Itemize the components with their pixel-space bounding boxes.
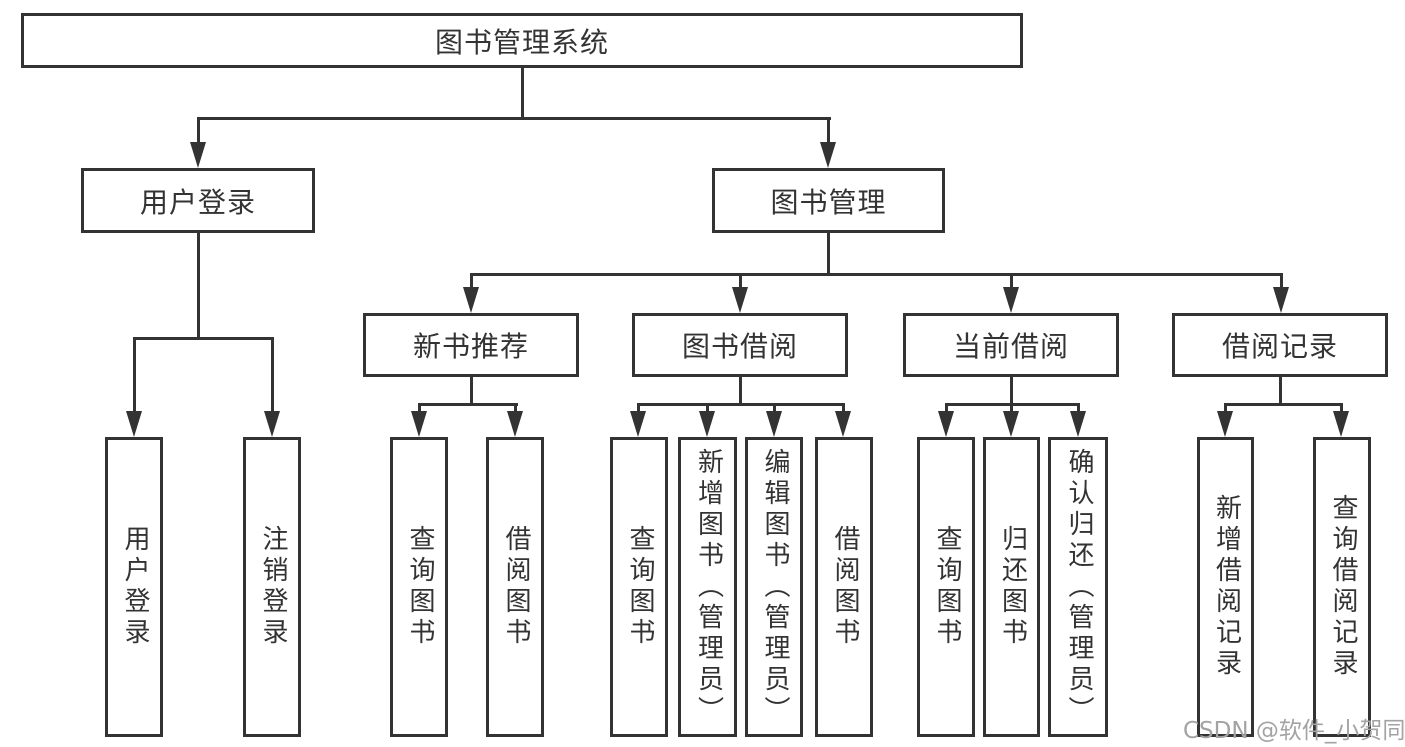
arrow-down-icon — [1217, 411, 1233, 437]
node-label: 当前借阅 — [952, 330, 1069, 363]
arrow-down-icon — [1070, 411, 1086, 437]
node-query-books-1: 查询图书 — [390, 437, 448, 737]
arrow-down-icon — [835, 411, 851, 437]
connector-line — [197, 117, 200, 147]
connector-line — [827, 117, 830, 147]
node-logout-leaf: 注销登录 — [243, 437, 301, 737]
node-edit-book-admin: 编辑图书（管理员） — [745, 437, 803, 737]
node-root-system: 图书管理系统 — [21, 13, 1023, 68]
connector-line — [521, 68, 524, 117]
node-label: 查询图书 — [624, 525, 655, 649]
connector-line — [706, 403, 709, 415]
arrow-down-icon — [463, 287, 479, 313]
connector-line — [945, 403, 948, 415]
connector-line — [739, 273, 742, 291]
node-user-login-leaf: 用户登录 — [105, 437, 163, 737]
node-label: 用户登录 — [139, 185, 256, 219]
node-label: 借阅图书 — [829, 525, 860, 649]
node-label: 编辑图书（管理员） — [759, 447, 790, 727]
node-add-book-admin: 新增图书（管理员） — [678, 437, 737, 737]
connector-line — [1010, 403, 1013, 415]
connector-line — [197, 117, 831, 120]
connector-line — [1280, 273, 1283, 291]
node-new-book-recommend: 新书推荐 — [363, 313, 579, 377]
node-borrow-books-2: 借阅图书 — [815, 437, 873, 737]
node-book-management-branch: 图书管理 — [712, 168, 945, 233]
arrow-down-icon — [264, 411, 280, 437]
connector-line — [1279, 377, 1282, 405]
connector-line — [470, 273, 1283, 276]
node-label: 图书管理系统 — [434, 25, 609, 59]
node-query-books-2: 查询图书 — [610, 437, 668, 737]
connector-line — [827, 233, 830, 275]
node-query-books-3: 查询图书 — [917, 437, 975, 737]
arrow-down-icon — [630, 411, 646, 437]
arrow-down-icon — [411, 411, 427, 437]
node-label: 新增图书（管理员） — [693, 447, 724, 727]
connector-line — [133, 337, 274, 340]
arrow-down-icon — [1003, 411, 1019, 437]
connector-line — [470, 377, 473, 405]
connector-line — [1224, 403, 1227, 415]
arrow-down-icon — [507, 411, 523, 437]
node-label: 新书推荐 — [412, 330, 529, 363]
connector-line — [133, 337, 136, 415]
node-add-borrow-record: 新增借阅记录 — [1197, 437, 1254, 737]
connector-line — [739, 377, 742, 405]
node-borrow-records: 借阅记录 — [1172, 313, 1388, 377]
arrow-down-icon — [126, 411, 142, 437]
node-label: 归还图书 — [997, 525, 1028, 649]
arrow-down-icon — [820, 142, 836, 168]
node-borrow-books-1: 借阅图书 — [486, 437, 544, 737]
connector-line — [418, 403, 518, 406]
node-user-login-branch: 用户登录 — [81, 168, 315, 233]
node-label: 查询图书 — [931, 525, 962, 649]
connector-line — [197, 233, 200, 339]
connector-line — [842, 403, 845, 415]
connector-line — [1010, 273, 1013, 291]
node-label: 图书管理 — [770, 185, 887, 219]
node-label: 查询借阅记录 — [1327, 494, 1358, 680]
arrow-down-icon — [1333, 411, 1349, 437]
connector-line — [271, 337, 274, 415]
node-book-borrow: 图书借阅 — [632, 313, 848, 377]
node-label: 新增借阅记录 — [1211, 494, 1242, 680]
node-label: 用户登录 — [119, 525, 150, 649]
connector-line — [1010, 377, 1013, 405]
arrow-down-icon — [1003, 287, 1019, 313]
node-label: 确认归还（管理员） — [1063, 447, 1094, 727]
connector-line — [637, 403, 845, 406]
connector-line — [514, 403, 517, 415]
node-current-borrow: 当前借阅 — [903, 313, 1119, 377]
watermark: CSDN @软件_小贺同学 — [1183, 718, 1405, 744]
arrow-down-icon — [699, 411, 715, 437]
connector-line — [773, 403, 776, 415]
connector-line — [1224, 403, 1343, 406]
connector-line — [418, 403, 421, 415]
node-label: 借阅图书 — [500, 525, 531, 649]
arrow-down-icon — [938, 411, 954, 437]
arrow-down-icon — [732, 287, 748, 313]
node-return-book: 归还图书 — [983, 437, 1040, 737]
arrow-down-icon — [190, 142, 206, 168]
connector-line — [1340, 403, 1343, 415]
connector-line — [637, 403, 640, 415]
node-label: 查询图书 — [404, 525, 435, 649]
connector-line — [1077, 403, 1080, 415]
node-confirm-return-admin: 确认归还（管理员） — [1048, 437, 1108, 737]
node-label: 图书借阅 — [681, 330, 798, 363]
node-query-borrow-record: 查询借阅记录 — [1313, 437, 1371, 737]
node-label: 借阅记录 — [1221, 330, 1338, 363]
connector-line — [470, 273, 473, 291]
node-label: 注销登录 — [257, 525, 288, 649]
arrow-down-icon — [1273, 287, 1289, 313]
arrow-down-icon — [766, 411, 782, 437]
